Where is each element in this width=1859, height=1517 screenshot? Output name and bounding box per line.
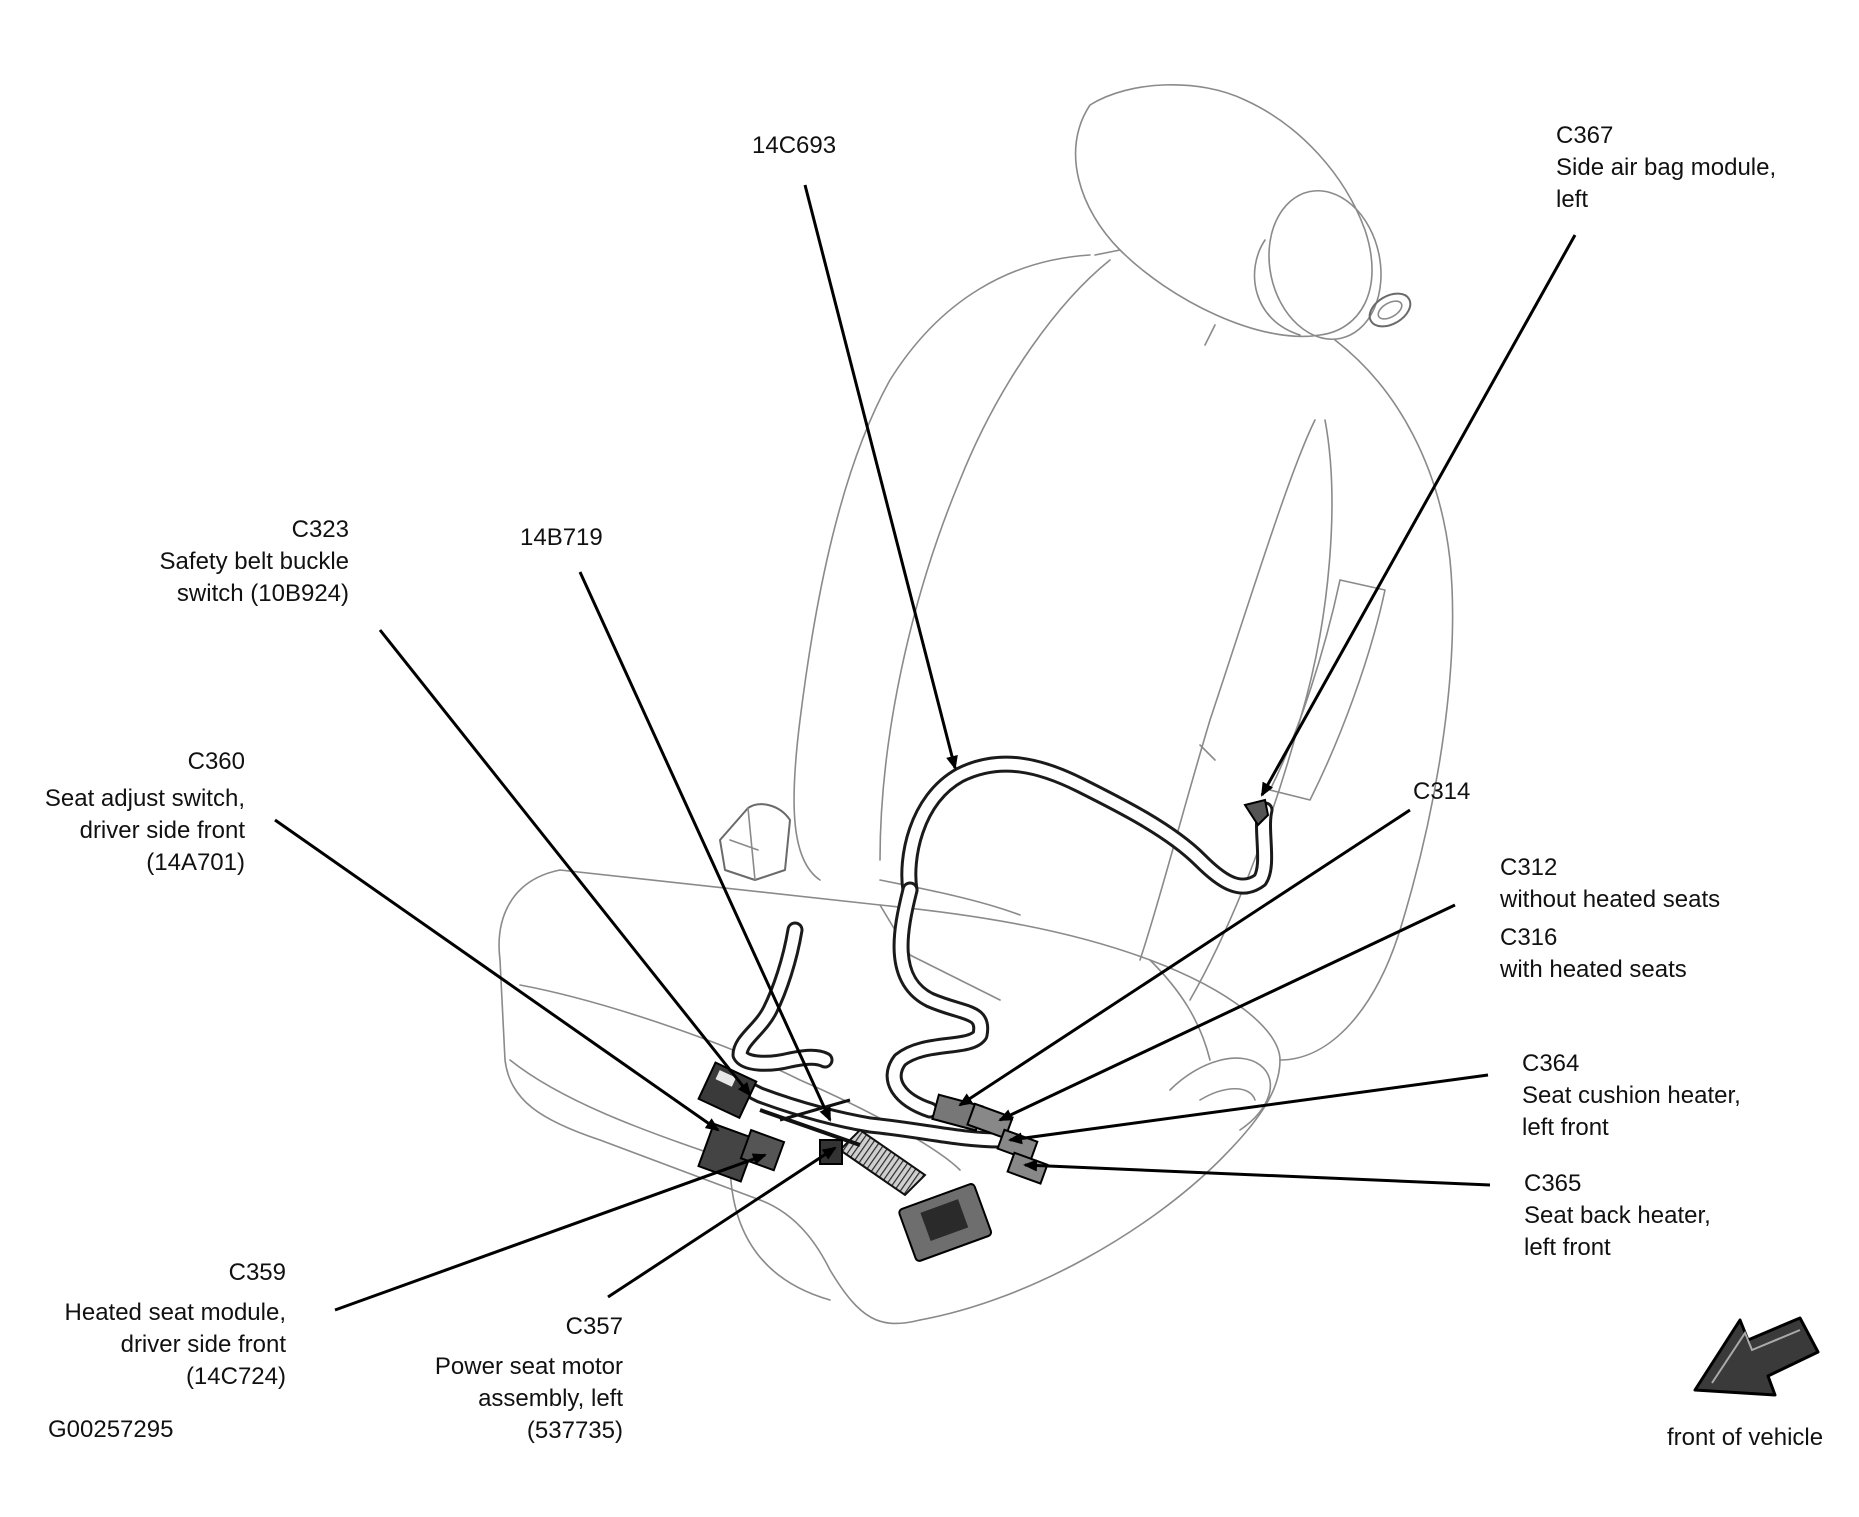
label-c323-desc2: switch (10B924) [176, 580, 349, 607]
leader-c323 [378, 629, 752, 1097]
leader-c367 [1260, 234, 1577, 797]
label-c364-desc1: Seat cushion heater, [1522, 1082, 1741, 1109]
label-c357-desc1: Power seat motor [434, 1353, 623, 1380]
label-c364-code: C364 [1522, 1050, 1580, 1077]
leader-lines [274, 184, 1577, 1312]
wiring-harness [697, 755, 1274, 1262]
label-c359: C359 Heated seat module, driver side fro… [65, 1257, 286, 1393]
leader-c357 [607, 1146, 837, 1299]
label-14b719-code: 14B719 [520, 524, 603, 551]
front-of-vehicle-label: front of vehicle [1667, 1422, 1823, 1454]
leader-14b719 [578, 571, 832, 1122]
leader-c364 [1008, 1073, 1489, 1145]
label-c314-code: C314 [1413, 778, 1471, 805]
label-c365: C365 Seat back heater, left front [1524, 1168, 1711, 1264]
label-c312: C312 without heated seats [1500, 852, 1720, 916]
label-c323: C323 Safety belt buckle switch (10B924) [160, 514, 349, 610]
front-of-vehicle-arrow-icon [1693, 1316, 1820, 1397]
label-c312-desc: without heated seats [1500, 886, 1721, 913]
label-c316-desc: with heated seats [1500, 956, 1687, 983]
label-c367: C367 Side air bag module, left [1556, 120, 1776, 216]
label-c367-code: C367 [1556, 122, 1614, 149]
seat-outline [498, 83, 1454, 1325]
label-c323-desc1: Safety belt buckle [159, 548, 349, 575]
label-c365-desc2: left front [1524, 1234, 1611, 1261]
label-c359-desc2: driver side front [120, 1331, 286, 1358]
front-of-vehicle-text: front of vehicle [1667, 1424, 1824, 1451]
label-14c693: 14C693 [752, 130, 836, 162]
label-c357-desc3: (537735) [526, 1417, 623, 1444]
label-c364: C364 Seat cushion heater, left front [1522, 1048, 1741, 1144]
label-c357-code: C357 [565, 1313, 623, 1340]
label-c357: C357 Power seat motor assembly, left (53… [435, 1311, 623, 1447]
label-c357-desc2: assembly, left [478, 1385, 623, 1412]
label-c360-code: C360 [187, 748, 245, 775]
figure-id: G00257295 [48, 1414, 173, 1446]
label-c367-desc2: left [1556, 186, 1589, 213]
leader-c360 [274, 818, 720, 1132]
label-c364-desc2: left front [1522, 1114, 1609, 1141]
label-c365-desc1: Seat back heater, [1524, 1202, 1711, 1229]
leader-c314 [958, 808, 1411, 1107]
leader-c365 [1023, 1159, 1491, 1187]
label-c323-code: C323 [291, 516, 349, 543]
leader-14c693 [803, 184, 958, 770]
label-c359-desc1: Heated seat module, [64, 1299, 286, 1326]
label-14b719: 14B719 [520, 522, 603, 554]
figure-id-text: G00257295 [48, 1416, 174, 1443]
label-c316: C316 with heated seats [1500, 922, 1687, 986]
label-c360: C360 Seat adjust switch, driver side fro… [45, 746, 245, 879]
label-c316-code: C316 [1500, 924, 1558, 951]
leader-c312-c316 [998, 903, 1456, 1122]
label-c365-code: C365 [1524, 1170, 1582, 1197]
label-c359-code: C359 [228, 1259, 286, 1286]
label-c367-desc1: Side air bag module, [1556, 154, 1777, 181]
label-c360-desc1: Seat adjust switch, [44, 785, 245, 812]
label-c360-desc2: driver side front [79, 817, 245, 844]
leader-c359 [334, 1153, 767, 1312]
label-c360-desc3: (14A701) [146, 849, 245, 876]
label-c312-code: C312 [1500, 854, 1558, 881]
label-c359-desc3: (14C724) [185, 1363, 286, 1390]
label-c314: C314 [1413, 776, 1470, 808]
label-14c693-code: 14C693 [752, 132, 837, 159]
